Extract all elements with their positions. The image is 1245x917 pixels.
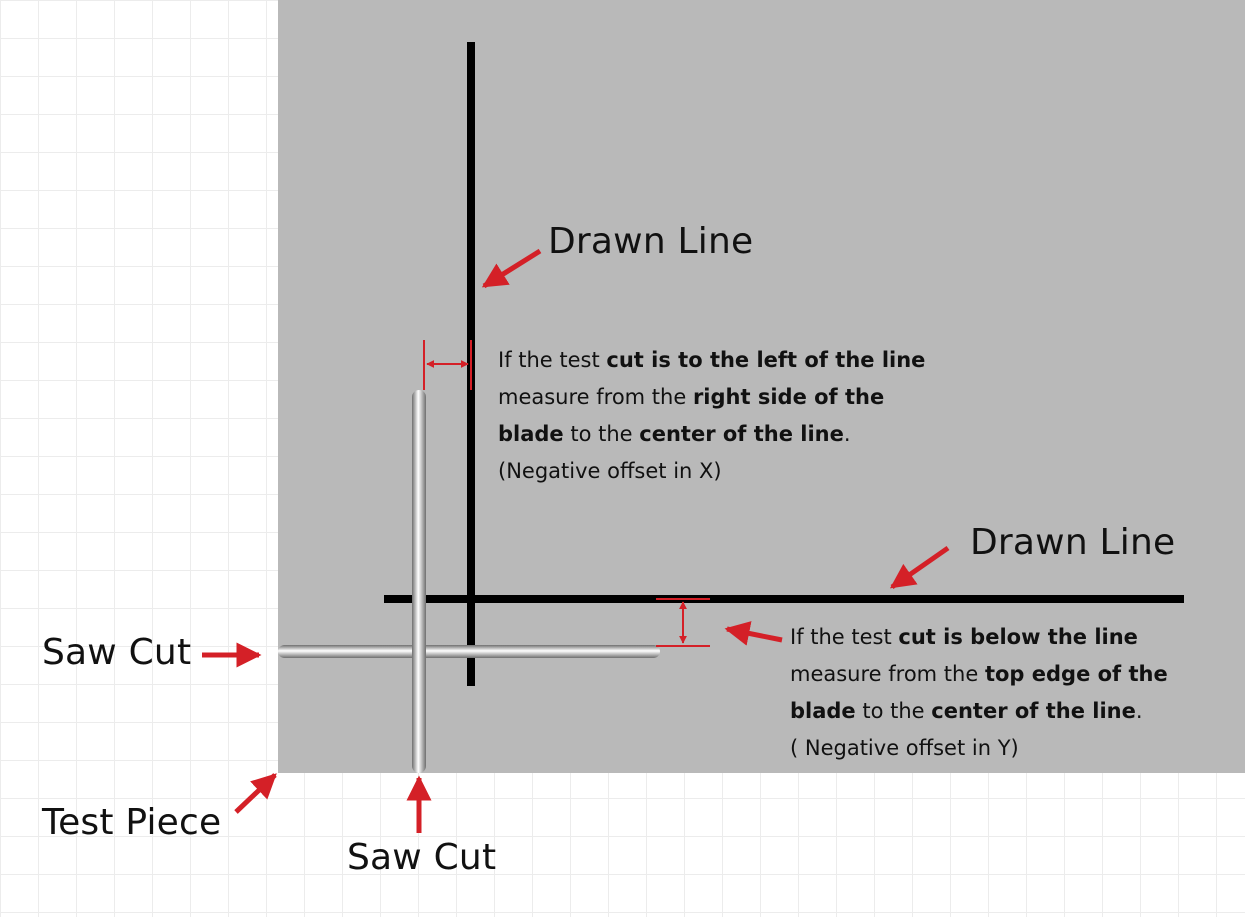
note-below-line-1: If the test cut is below the line <box>790 625 1138 649</box>
drawn-line-vertical-pointer-arrow <box>481 248 542 289</box>
note-below-line-3: blade to the center of the line. <box>790 699 1143 723</box>
note-below-line-4: ( Negative offset in Y) <box>790 736 1019 760</box>
drawn-line-vertical-label: Drawn Line <box>548 221 754 262</box>
note-left-line-4: (Negative offset in X) <box>498 459 722 483</box>
saw-cut-vertical-label: Saw Cut <box>347 837 497 878</box>
note-below-line: If the test cut is below the line measur… <box>790 619 1168 767</box>
saw-cut-horizontal-label: Saw Cut <box>42 632 192 673</box>
saw-cut-horizontal <box>278 645 660 658</box>
test-piece-label: Test Piece <box>42 802 222 843</box>
drawn-line-horizontal-pointer-arrow <box>889 545 950 590</box>
test-piece <box>278 0 1245 773</box>
y-offset-dimension-marker <box>656 598 710 647</box>
saw-cut-vertical <box>412 390 426 773</box>
note-left-line-1: If the test cut is to the left of the li… <box>498 348 926 372</box>
drawn-line-horizontal <box>384 595 1184 603</box>
note-left-line-3: blade to the center of the line. <box>498 422 851 446</box>
test-piece-pointer-arrow <box>234 773 277 814</box>
note-below-pointer-arrow <box>724 621 783 646</box>
note-left-of-line: If the test cut is to the left of the li… <box>498 342 925 490</box>
drawn-line-horizontal-label: Drawn Line <box>970 522 1176 563</box>
note-below-line-2: measure from the top edge of the <box>790 662 1168 686</box>
note-left-line-2: measure from the right side of the <box>498 385 885 409</box>
x-offset-dimension-marker <box>423 340 472 390</box>
